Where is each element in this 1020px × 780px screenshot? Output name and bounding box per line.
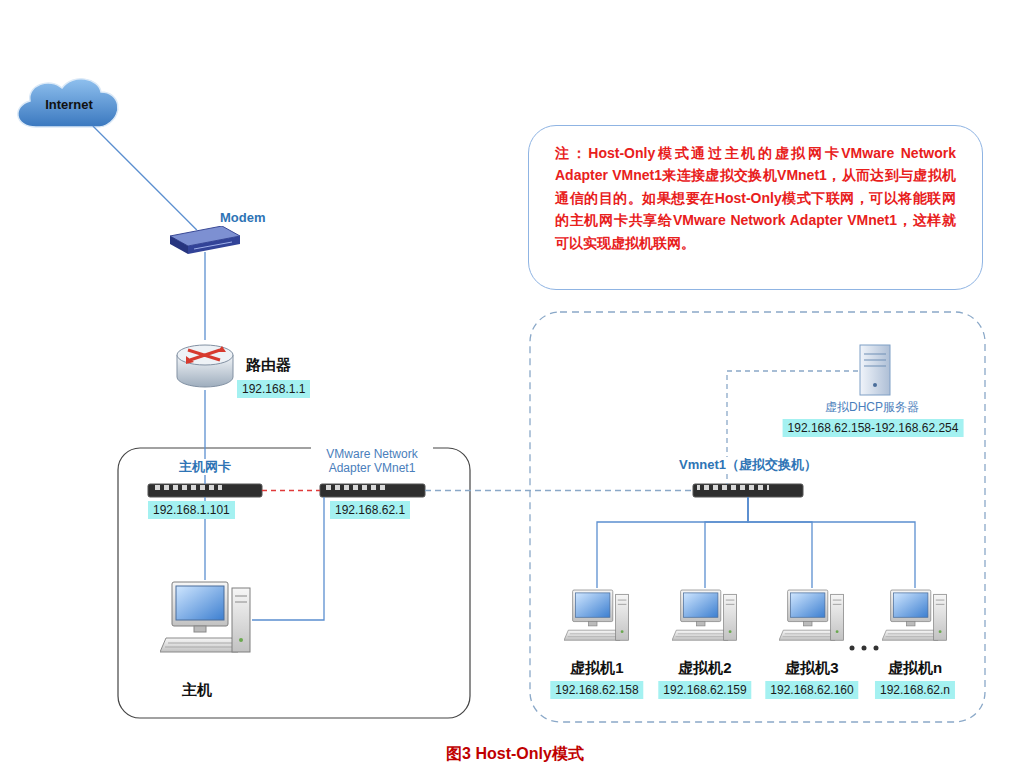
virtual-switch: Vmnet1（虚拟交换机） xyxy=(693,484,803,497)
node-label: Internet xyxy=(45,97,93,113)
link-line xyxy=(204,252,205,340)
note-text: 注：Host-Only模式通过主机的虚拟网卡VMware Network Ada… xyxy=(555,142,956,254)
adapter-bar xyxy=(320,484,425,497)
network-link xyxy=(425,490,693,491)
illustration-part xyxy=(188,350,220,360)
network-link xyxy=(93,126,197,230)
node-label: 主机网卡 xyxy=(177,459,233,475)
link-line xyxy=(597,497,748,588)
link-line xyxy=(748,497,915,588)
node-label: 虚拟机3 xyxy=(785,659,838,677)
illustration-part xyxy=(320,484,425,497)
virtual-region xyxy=(530,312,985,722)
ip-address: 192.168.62.1 xyxy=(330,501,410,519)
vm-computer-icon xyxy=(882,590,947,640)
virtual-machine: 虚拟机2192.168.62.159 xyxy=(672,588,738,648)
network-link xyxy=(205,252,206,340)
node-label: VMware Network Adapter VMnet1 xyxy=(311,447,433,476)
router: 路由器192.168.1.1 xyxy=(176,340,234,390)
illustration-part xyxy=(152,484,222,497)
switch-bar xyxy=(693,484,803,497)
illustration-part xyxy=(862,646,867,651)
internet-cloud: Internet xyxy=(18,78,122,128)
link-line xyxy=(705,497,748,588)
network-link xyxy=(252,497,324,620)
router-icon xyxy=(177,345,233,387)
vmnet1-adapter: VMware Network Adapter VMnet1192.168.62.… xyxy=(320,484,425,497)
note-box: 注：Host-Only模式通过主机的虚拟网卡VMware Network Ada… xyxy=(528,125,983,290)
virtual-machine: 虚拟机n192.168.62.n xyxy=(882,588,948,648)
illustration-part xyxy=(850,646,855,651)
illustration-part xyxy=(864,360,886,361)
illustration-part xyxy=(697,484,769,497)
vm-computer-icon xyxy=(564,590,629,640)
ip-address: 192.168.1.1 xyxy=(237,380,310,398)
link-line xyxy=(93,126,197,230)
illustration-part xyxy=(188,236,240,254)
host-computer-icon xyxy=(160,582,250,652)
node-label: 路由器 xyxy=(246,356,291,374)
link-line xyxy=(252,497,324,620)
illustration-part xyxy=(693,484,803,497)
vm-computer-icon xyxy=(779,590,844,640)
ip-address: 192.168.1.101 xyxy=(148,501,235,519)
link-line xyxy=(262,490,320,491)
illustration-part xyxy=(148,484,262,497)
figure-caption: 图3 Host-Only模式 xyxy=(446,744,584,765)
node-label: Modem xyxy=(218,210,268,226)
illustration-part xyxy=(864,354,886,355)
illustration-part xyxy=(170,236,188,254)
internet-cloud xyxy=(18,79,118,127)
node-label: 主机 xyxy=(182,681,212,699)
node-label: 虚拟DHCP服务器 xyxy=(823,400,921,414)
illustration-part xyxy=(186,356,194,364)
node-label: Vmnet1（虚拟交换机） xyxy=(677,457,819,473)
vm-computer-icon xyxy=(672,590,737,640)
illustration-part xyxy=(217,346,226,352)
network-link xyxy=(262,490,320,491)
network-link xyxy=(748,497,915,588)
node-label: 虚拟机2 xyxy=(678,659,731,677)
modem: Modem xyxy=(168,226,240,254)
dhcp-server: 虚拟DHCP服务器192.168.62.158-192.168.62.254 xyxy=(858,345,892,397)
ip-address: 192.168.62.160 xyxy=(765,681,858,699)
ip-address: 192.168.62.n xyxy=(875,681,955,699)
network-link xyxy=(597,497,748,588)
host-nic: 主机网卡192.168.1.101 xyxy=(148,484,262,497)
modem-icon xyxy=(170,226,240,254)
nic-bar xyxy=(148,484,262,497)
virtual-machine: 虚拟机3192.168.62.160 xyxy=(779,588,845,648)
illustration-part xyxy=(324,484,388,497)
illustration-part xyxy=(194,242,232,249)
server-icon xyxy=(860,345,890,395)
host-enclosure xyxy=(118,448,470,718)
ellipsis-dots xyxy=(850,646,879,651)
host-computer: 主机 xyxy=(160,580,252,662)
ip-address: 192.168.62.158-192.168.62.254 xyxy=(783,419,964,437)
illustration-part xyxy=(873,383,877,387)
ip-address: 192.168.62.159 xyxy=(658,681,751,699)
link-line xyxy=(425,490,693,491)
virtual-machine: 虚拟机1192.168.62.158 xyxy=(564,588,630,648)
illustration-part xyxy=(874,646,879,651)
network-link xyxy=(748,497,812,588)
node-label: 虚拟机1 xyxy=(570,659,623,677)
illustration-part xyxy=(860,345,890,395)
link-line xyxy=(748,497,812,588)
illustration-part xyxy=(177,345,233,365)
illustration-part xyxy=(864,366,886,367)
node-label: 虚拟机n xyxy=(888,659,942,677)
network-link xyxy=(705,497,748,588)
ip-address: 192.168.62.158 xyxy=(550,681,643,699)
